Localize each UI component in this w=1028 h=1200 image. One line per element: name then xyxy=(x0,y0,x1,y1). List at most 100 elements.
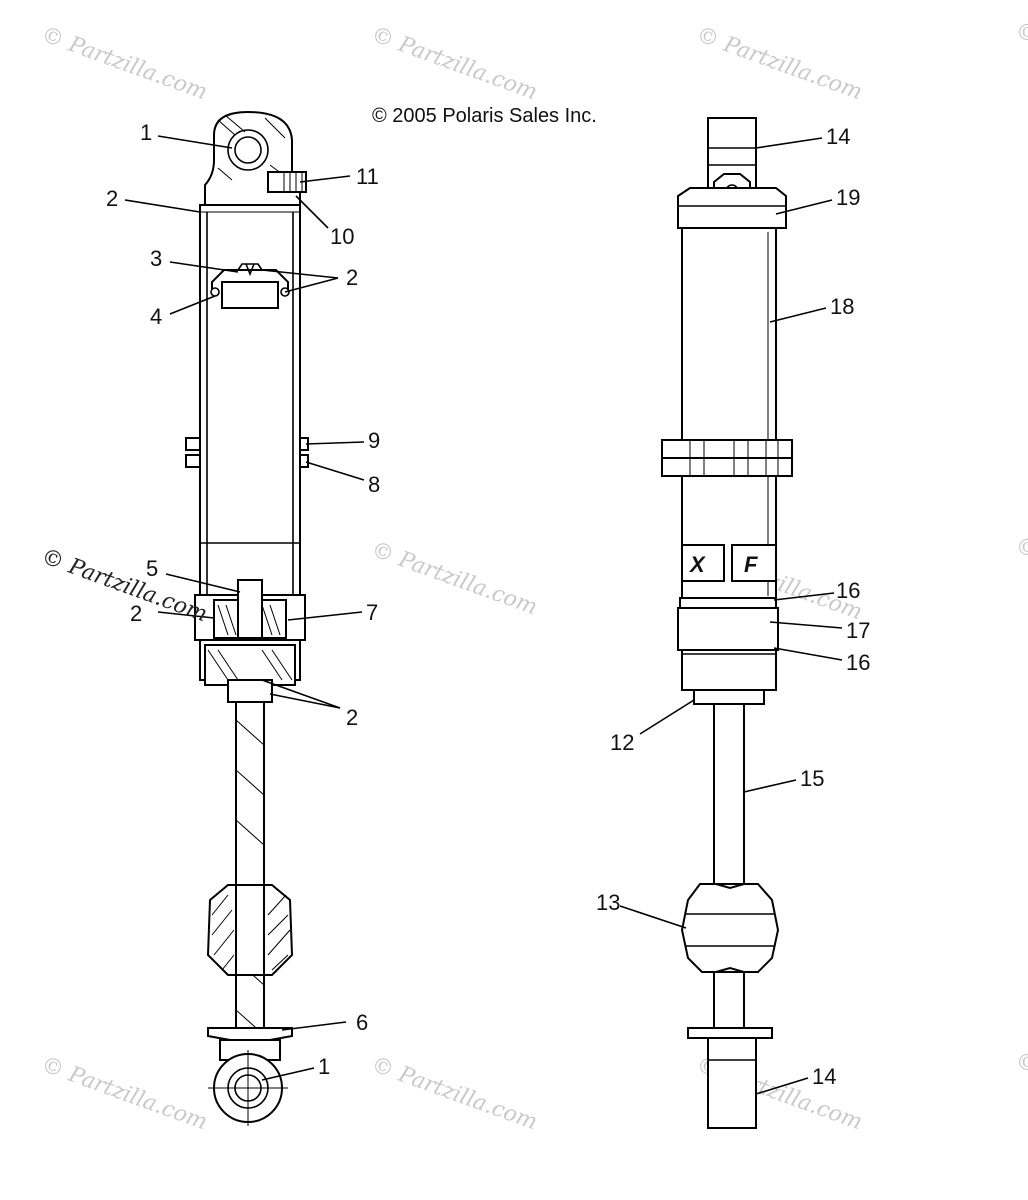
collar-tab-right-bottom xyxy=(299,454,309,468)
leader-1 xyxy=(157,135,233,149)
callout-5: 5 xyxy=(146,556,158,581)
leader-14 xyxy=(755,137,823,149)
leader-3 xyxy=(169,261,239,273)
callout-2d: 2 xyxy=(346,705,358,730)
oring-16-top xyxy=(679,597,777,609)
collar-tab-left-top xyxy=(185,437,201,451)
leader-18 xyxy=(769,307,827,323)
callout-1: 1 xyxy=(140,120,152,145)
watermark: © Partzilla.com xyxy=(693,22,866,105)
leader-7 xyxy=(287,611,363,621)
leader-2d-b xyxy=(269,693,341,709)
callout-14b: 14 xyxy=(812,1064,836,1089)
lower-shaft xyxy=(713,971,745,1029)
leader-2b-b xyxy=(284,277,339,293)
bump-stop-hatch xyxy=(211,894,291,971)
seal-head-hatch xyxy=(207,649,293,681)
leader-10 xyxy=(295,195,329,229)
callout-4: 4 xyxy=(150,304,162,329)
callout-6: 6 xyxy=(356,1010,368,1035)
bottom-eye-14 xyxy=(707,1037,757,1129)
leader-16b xyxy=(773,647,843,661)
brand-mark-right: F xyxy=(744,552,758,577)
watermark: © Partzilla.com xyxy=(368,1052,541,1135)
watermark: © Partzilla.com xyxy=(38,22,211,105)
callout-2b: 2 xyxy=(346,265,358,290)
leader-4 xyxy=(169,295,216,315)
lower-body xyxy=(681,649,777,691)
leader-13 xyxy=(619,905,687,929)
leader-9 xyxy=(305,441,365,445)
right-callouts: 14 19 18 16 17 16 12 15 13 14 xyxy=(596,124,870,1095)
leader-1b xyxy=(261,1067,315,1081)
callout-2: 2 xyxy=(106,186,118,211)
eye-hatch xyxy=(217,114,291,181)
lower-eye-neck xyxy=(219,1039,281,1061)
callout-11: 11 xyxy=(356,164,379,189)
leader-15 xyxy=(743,779,797,793)
leader-2 xyxy=(124,199,201,213)
watermark: © Partzilla.com xyxy=(368,537,541,620)
callout-19: 19 xyxy=(836,185,860,210)
seal-12 xyxy=(693,689,765,705)
leader-19 xyxy=(775,199,833,215)
watermark-dark: © Partzilla.com xyxy=(38,544,211,627)
bumper-13 xyxy=(680,883,780,973)
copyright-notice: © 2005 Polaris Sales Inc. xyxy=(372,105,597,127)
leader-2d-a xyxy=(261,679,341,709)
watermark-symbol: © xyxy=(1016,536,1028,561)
bearing-cap-17 xyxy=(677,607,779,651)
leader-5 xyxy=(165,573,241,593)
brand-label-right xyxy=(731,544,777,582)
callout-16b: 16 xyxy=(846,650,870,675)
callout-12: 12 xyxy=(610,730,634,755)
collar-tab-left-bottom xyxy=(185,454,201,468)
shock-body-exterior xyxy=(681,227,777,599)
callout-9: 9 xyxy=(368,428,380,453)
leader-2c xyxy=(157,611,215,619)
leader-12 xyxy=(639,699,695,735)
callout-14: 14 xyxy=(826,124,850,149)
piston-oring-right xyxy=(280,287,290,297)
watermark-symbol: © xyxy=(1016,1051,1028,1076)
leader-11 xyxy=(299,175,351,183)
callout-18: 18 xyxy=(830,294,854,319)
watermark-symbol: © xyxy=(1016,21,1028,46)
piston-nut xyxy=(237,579,263,639)
left-callouts: 1 2 3 2 4 11 10 9 8 5 2 7 2 6 1 xyxy=(106,120,380,1081)
spring-seat xyxy=(207,1027,293,1041)
eye-bushing-outer xyxy=(227,129,269,171)
lower-spring-seat xyxy=(687,1027,773,1039)
body-cap xyxy=(677,187,787,229)
leader-14b xyxy=(755,1077,809,1095)
callout-13: 13 xyxy=(596,890,620,915)
callout-17: 17 xyxy=(846,618,870,643)
leader-16 xyxy=(773,592,835,601)
bump-stop-core xyxy=(235,884,265,976)
piston-bleed-screw xyxy=(237,263,263,277)
watermark: © Partzilla.com xyxy=(38,1052,211,1135)
shaft-hatch xyxy=(235,719,265,1036)
brand-mark-left: X xyxy=(688,552,706,577)
preload-collar-bottom xyxy=(661,457,793,477)
bumper-seal xyxy=(227,679,273,703)
preload-collar-top xyxy=(661,439,793,459)
callout-16: 16 xyxy=(836,578,860,603)
shaft-15 xyxy=(713,703,745,885)
leader-8 xyxy=(305,461,365,481)
collar-notches xyxy=(689,440,779,476)
callout-10: 10 xyxy=(330,224,354,249)
watermark: © Partzilla.com xyxy=(368,22,541,105)
callout-7: 7 xyxy=(366,600,378,625)
valve-threads xyxy=(283,172,303,192)
callout-15: 15 xyxy=(800,766,824,791)
piston-hatch xyxy=(217,604,281,636)
leader-2b-a xyxy=(261,269,339,279)
leader-6 xyxy=(281,1021,347,1031)
eye-bushing-inner xyxy=(234,136,262,164)
callout-1b: 1 xyxy=(318,1054,330,1079)
piston-shaft xyxy=(235,701,265,1063)
callout-8: 8 xyxy=(368,472,380,497)
